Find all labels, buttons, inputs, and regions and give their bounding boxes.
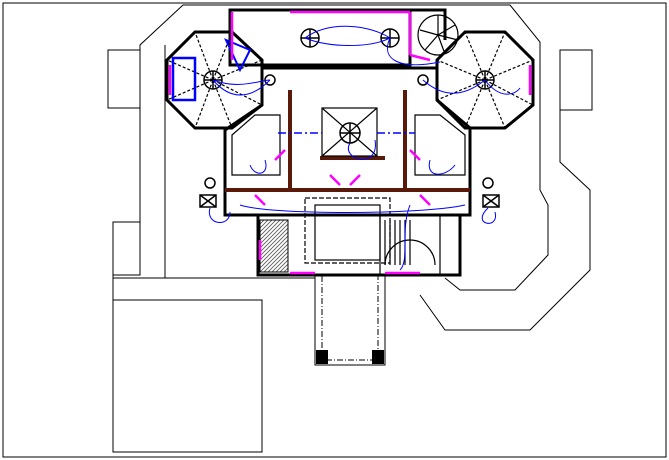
openings — [168, 10, 532, 275]
staircase-icon — [384, 220, 436, 266]
left-small-block — [112, 221, 141, 276]
ceiling-fan-icon — [339, 122, 361, 144]
porch-column — [372, 350, 384, 364]
bathtub — [171, 56, 197, 102]
site-outline — [139, 4, 549, 291]
left-block — [107, 49, 141, 109]
ceiling-fan-icon — [300, 28, 320, 48]
lower-left-building — [112, 299, 263, 453]
terrace-outline — [419, 110, 591, 331]
porch-column — [316, 350, 328, 364]
left-octagon-room — [165, 30, 264, 130]
hatched-area — [259, 219, 289, 273]
main-body — [223, 66, 472, 217]
right-block — [559, 49, 593, 111]
exhaust-fan-icon — [199, 194, 500, 208]
light-fixture-icon — [204, 74, 494, 189]
spiral-stair-icon — [417, 14, 459, 56]
